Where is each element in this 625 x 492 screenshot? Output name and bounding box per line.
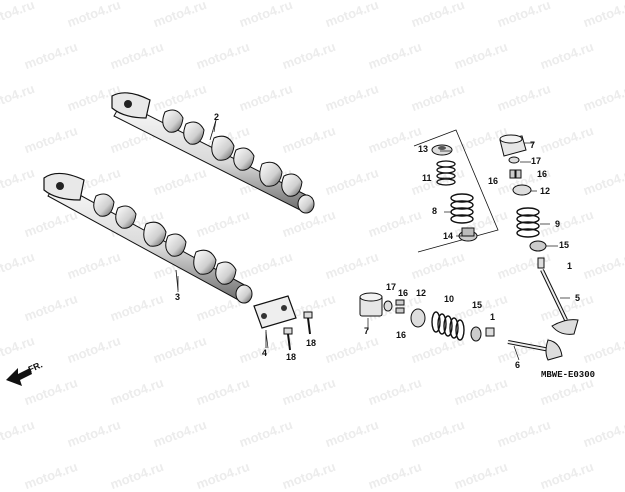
callout-12-top: 12 — [540, 186, 551, 196]
guide-1-lower — [485, 327, 495, 337]
callout-13: 13 — [418, 144, 429, 154]
spring-8 — [450, 193, 474, 224]
callout-18a: 18 — [286, 352, 297, 362]
callout-14: 14 — [443, 231, 454, 241]
callout-7-top: 7 — [530, 140, 536, 150]
diagram-code: MBWE-E0300 — [541, 370, 596, 380]
callout-10: 10 — [444, 294, 455, 304]
shim-17-lower — [383, 300, 393, 312]
callout-7-lower: 7 — [364, 326, 370, 336]
callout-8: 8 — [432, 206, 438, 216]
callout-15-top: 15 — [559, 240, 570, 250]
callout-16-lower-bottom: 16 — [396, 330, 407, 340]
retainer-12-lower — [410, 308, 426, 328]
callout-12-lower: 12 — [416, 288, 427, 298]
callout-9: 9 — [555, 219, 561, 229]
cotter-16-top — [509, 169, 522, 179]
shim-17-top — [508, 156, 520, 164]
callout-18b: 18 — [306, 338, 317, 348]
callout-11: 11 — [422, 173, 432, 183]
bucket-7-lower — [359, 292, 383, 317]
camshaft-3 — [43, 172, 253, 304]
valve-5 — [540, 269, 579, 335]
callout-4: 4 — [262, 348, 268, 358]
valve-6 — [507, 339, 563, 361]
callout-17-top: 17 — [531, 156, 542, 166]
seat-14 — [458, 227, 478, 242]
seal-15-lower — [470, 326, 482, 342]
callout-1-lower: 1 — [490, 312, 496, 322]
callout-17-lower: 17 — [386, 282, 397, 292]
bolt-18a — [283, 327, 293, 351]
camshaft-2 — [111, 92, 315, 214]
callout-3: 3 — [175, 292, 181, 302]
cotter-16-lower — [395, 299, 405, 314]
callout-16-top-left: 16 — [488, 176, 499, 186]
bucket-7-top — [499, 134, 527, 157]
callout-5: 5 — [575, 293, 581, 303]
callout-6: 6 — [515, 360, 521, 370]
holder-4 — [253, 295, 297, 348]
front-direction-arrow — [6, 368, 32, 386]
spring-9 — [516, 207, 540, 238]
callout-16-top-right: 16 — [537, 169, 548, 179]
bolt-18b — [303, 311, 313, 335]
parts-diagram — [6, 92, 579, 386]
spring-11 — [436, 160, 456, 186]
guide-1-top — [537, 257, 545, 269]
retainer-12-top — [512, 184, 532, 196]
callout-1-top: 1 — [567, 261, 573, 271]
leader-lines — [177, 119, 570, 361]
spring-10 — [431, 311, 465, 341]
callout-2: 2 — [214, 112, 220, 122]
retainer-13 — [431, 144, 453, 156]
seal-15-top — [529, 240, 547, 252]
callout-16-lower-top: 16 — [398, 288, 409, 298]
exploded-view-bracket — [413, 129, 499, 253]
callout-15-lower: 15 — [472, 300, 483, 310]
